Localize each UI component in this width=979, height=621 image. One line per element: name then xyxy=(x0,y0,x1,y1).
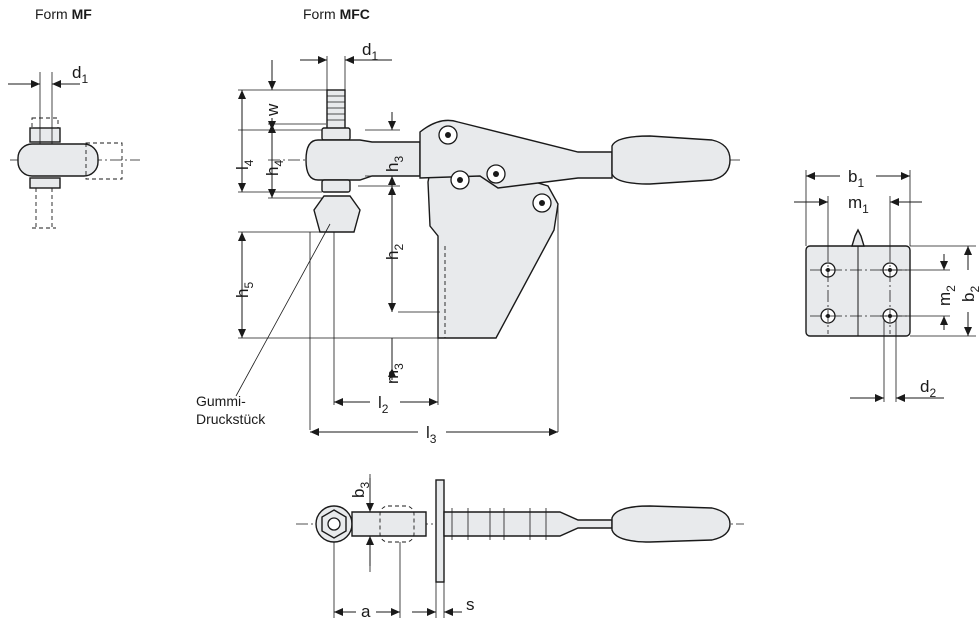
mounting-plate-view: b1 m1 m2 b2 d2 xyxy=(794,167,979,402)
dim-d1-mfc: d1 xyxy=(362,40,378,63)
caption-mfc-prefix: Form xyxy=(303,6,336,22)
dim-l4: l4 xyxy=(233,159,256,170)
dim-l2: l2 xyxy=(378,393,389,416)
handle-grip xyxy=(611,135,731,185)
dim-s: s xyxy=(466,595,475,614)
dim-h3: h3 xyxy=(383,156,406,172)
caption-mf-prefix: Form xyxy=(35,6,68,22)
lever-link xyxy=(419,119,613,189)
caption-mfc-name: MFC xyxy=(339,6,370,22)
dim-a: a xyxy=(361,602,371,621)
rubber-pad-label-line1: Gummi- xyxy=(196,393,246,409)
dim-b3: b3 xyxy=(349,482,372,498)
dim-b1: b1 xyxy=(848,167,864,190)
caption-form-mfc: Form MFC xyxy=(303,6,370,22)
dim-d1-mf: d1 xyxy=(72,63,88,86)
form-mfc-side-view: l4 h5 w h4 d1 h3 h2 xyxy=(196,40,740,446)
caption-form-mf: Form MF xyxy=(35,6,92,22)
dim-l3: l3 xyxy=(426,423,437,446)
dim-h4: h4 xyxy=(263,160,286,176)
dim-b2: b2 xyxy=(959,286,979,302)
dim-d2: d2 xyxy=(920,377,936,400)
dim-h2: h2 xyxy=(383,244,406,260)
rubber-pad xyxy=(313,195,361,233)
rubber-pad-label-line2: Druckstück xyxy=(196,411,266,427)
dim-m1: m1 xyxy=(848,193,869,216)
base-bracket xyxy=(427,159,559,339)
top-view: b3 a s xyxy=(296,474,744,621)
dim-w: w xyxy=(263,103,282,117)
form-mf-view: d1 xyxy=(8,63,140,229)
caption-mf-name: MF xyxy=(71,6,92,22)
dim-m3: m3 xyxy=(383,363,406,384)
dim-h5: h5 xyxy=(233,282,256,298)
dim-m2: m2 xyxy=(935,285,958,306)
